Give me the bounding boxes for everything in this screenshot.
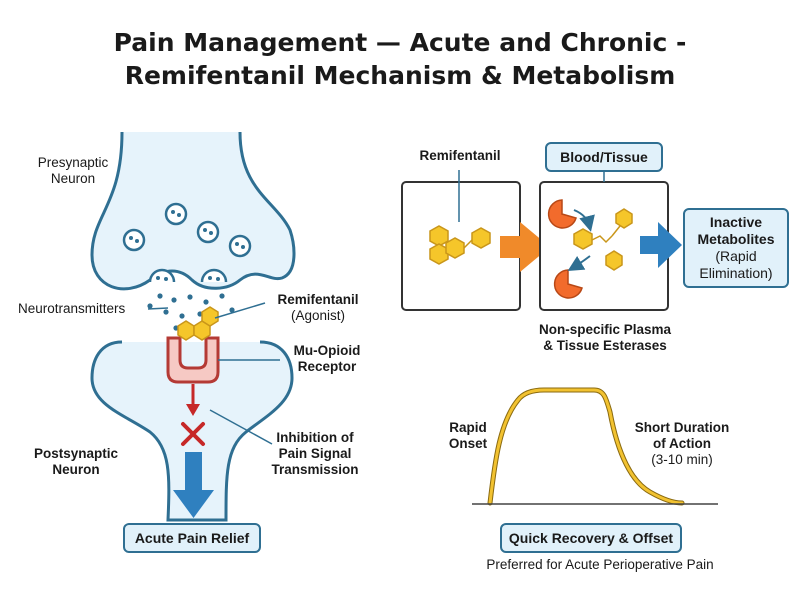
- esterase-enzyme-top: [547, 199, 577, 229]
- blue-output-arrow: [640, 222, 682, 268]
- quick-recovery-badge: Quick Recovery & Offset: [500, 523, 682, 553]
- block-x-icon: [181, 422, 205, 446]
- vesicle: [164, 202, 188, 226]
- inactive-metabolites-badge: Inactive Metabolites (Rapid Elimination): [683, 208, 789, 288]
- blood-tissue-badge: Blood/Tissue: [545, 142, 663, 172]
- orange-transfer-arrow: [500, 222, 550, 272]
- acute-pain-relief-badge: Acute Pain Relief: [123, 523, 261, 553]
- metabolite-fragments: [573, 208, 633, 271]
- neurotransmitters-label: Neurotransmitters: [18, 301, 126, 316]
- page-title: Pain Management — Acute and Chronic - Re…: [0, 26, 800, 92]
- short-duration-label: Short Duration of Action (3-10 min): [634, 420, 730, 467]
- remifentanil-molecule: [429, 225, 491, 265]
- neurotransmitters-leader: [147, 307, 169, 310]
- vesicle-fusing: [148, 268, 176, 283]
- remifentanil-leader: [214, 302, 266, 319]
- footer-note: Preferred for Acute Perioperative Pain: [486, 557, 714, 572]
- cleavage-arrow: [567, 255, 591, 272]
- inhibition-arrow: [186, 384, 200, 416]
- vesicle-fusing: [200, 268, 228, 283]
- synaptic-vesicles: [122, 202, 252, 283]
- remifentanil-label: Remifentanil: [419, 148, 501, 163]
- signal-down-arrow: [173, 452, 214, 518]
- remifentanil-agonist-label: Remifentanil (Agonist): [277, 292, 359, 323]
- remifentanil-molecule-bound: [177, 306, 219, 341]
- vesicle: [196, 220, 220, 244]
- vesicle: [122, 228, 146, 252]
- title-line-2: Remifentanil Mechanism & Metabolism: [124, 61, 676, 90]
- inhibition-leader: [209, 409, 273, 445]
- cleavage-arrow: [573, 209, 595, 232]
- esterases-label: Non-specific Plasma& Tissue Esterases: [538, 322, 672, 353]
- vesicle: [228, 234, 252, 258]
- duration-curve: [487, 387, 685, 506]
- esterase-enzyme-bottom: [553, 269, 583, 299]
- title-line-1: Pain Management — Acute and Chronic -: [113, 28, 687, 57]
- presynaptic-neuron: [90, 131, 296, 291]
